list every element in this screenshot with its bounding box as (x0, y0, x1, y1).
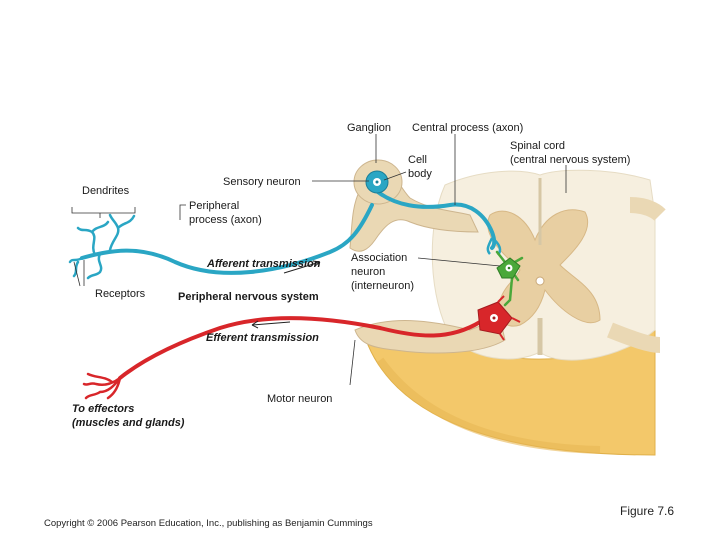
spinal-cord-cut-surface (367, 329, 656, 456)
sensory-neuron-label: Sensory neuron (223, 176, 301, 188)
peripheral-process-label: Peripheral (189, 200, 239, 212)
sensory-neuron (68, 190, 502, 280)
dendrites-label: Dendrites (82, 185, 130, 197)
association-neuron-label-3: (interneuron) (351, 280, 414, 292)
efferent-transmission-label: Efferent transmission (206, 332, 319, 344)
association-neuron (495, 250, 524, 307)
ganglion-label: Ganglion (347, 122, 391, 134)
spinal-cord-grey-matter (487, 209, 601, 327)
motor-neuron-label: Motor neuron (267, 393, 332, 405)
figure-number: Figure 7.6 (620, 504, 675, 518)
receptors-label: Receptors (95, 288, 146, 300)
spinal-cord-label-2: (central nervous system) (510, 154, 630, 166)
copyright-notice: Copyright © 2006 Pearson Education, Inc.… (44, 518, 373, 529)
afferent-transmission-label: Afferent transmission (206, 258, 321, 270)
afferent-arrow (283, 261, 321, 274)
association-neuron-label-2: neuron (351, 266, 385, 278)
cell-body-label: Cell (408, 154, 427, 166)
central-process-label: Central process (axon) (412, 122, 523, 134)
cell-body-label-2: body (408, 168, 432, 180)
efferent-arrow (251, 321, 291, 326)
peripheral-process-label-2: process (axon) (189, 214, 262, 226)
association-neuron-label: Association (351, 252, 407, 264)
motor-neuron (82, 295, 521, 400)
spinal-cord-label: Spinal cord (510, 140, 565, 152)
effectors-label: To effectors (72, 403, 134, 415)
pns-label: Peripheral nervous system (178, 291, 319, 303)
effectors-label-2: (muscles and glands) (72, 417, 185, 429)
